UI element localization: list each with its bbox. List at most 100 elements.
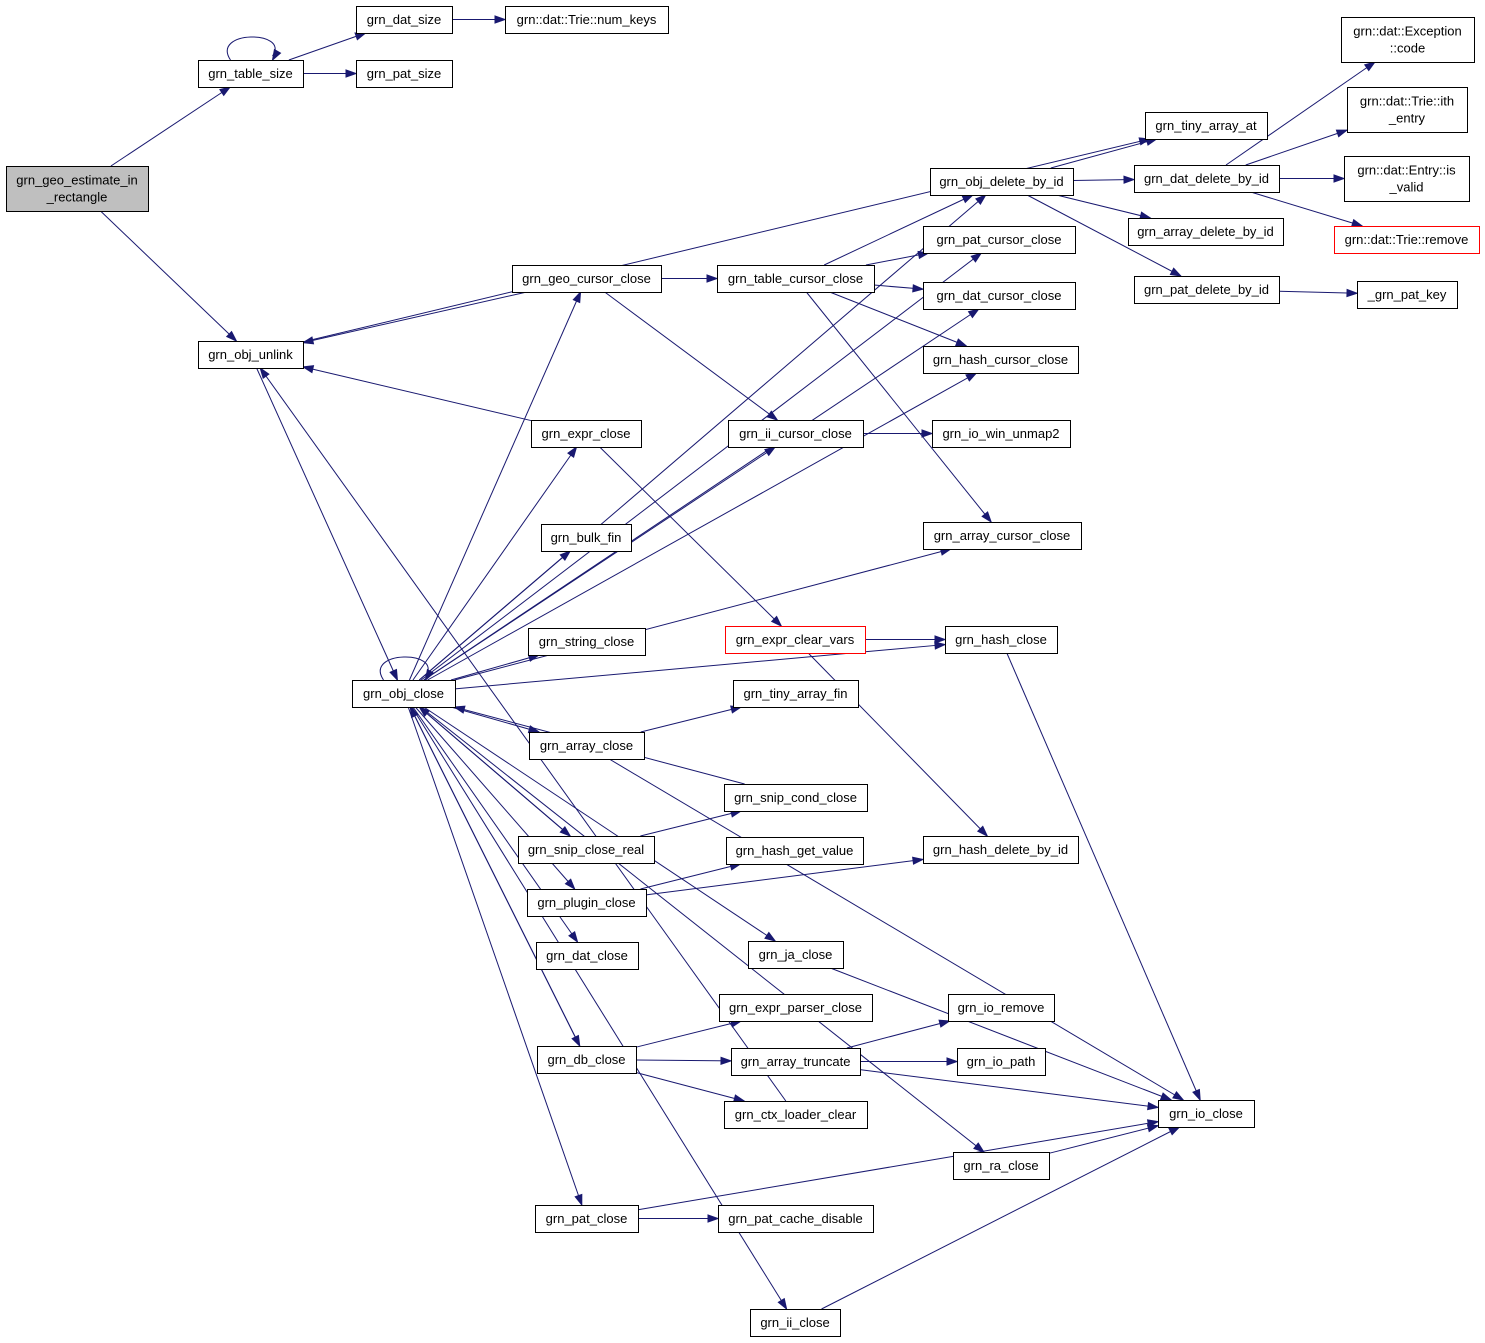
node-entry_is_valid[interactable]: grn::dat::Entry::is_valid <box>1344 156 1470 202</box>
node-grn_expr_close[interactable]: grn_expr_close <box>531 420 642 448</box>
edge-grn_expr_clear_vars-to-grn_hash_close-arrowhead <box>934 635 947 644</box>
edge-grn_dat_delete_by_id-to-exception_code <box>1225 61 1376 166</box>
node-grn_dat_size[interactable]: grn_dat_size <box>356 6 453 34</box>
node-box <box>930 168 1074 196</box>
node-box <box>1357 281 1458 309</box>
node-grn_pat_cache_disable[interactable]: grn_pat_cache_disable <box>718 1205 874 1233</box>
node-grn_io_win_unmap2[interactable]: grn_io_win_unmap2 <box>932 420 1071 448</box>
node-grn_pat_size[interactable]: grn_pat_size <box>356 60 453 88</box>
edge-grn_ctx_loader_clear-to-grn_obj_unlink <box>259 367 787 1102</box>
node-label: ::code <box>1390 41 1425 56</box>
node-box <box>512 265 662 293</box>
node-grn_ii_cursor_close[interactable]: grn_ii_cursor_close <box>728 420 864 448</box>
node-box <box>923 346 1079 374</box>
edge-grn_geo_cursor_close-to-grn_obj_unlink-arrowhead <box>301 336 315 345</box>
node-box <box>535 1205 639 1233</box>
node-grn_pat_cursor_close[interactable]: grn_pat_cursor_close <box>923 226 1076 254</box>
node-grn_table_size[interactable]: grn_table_size <box>198 60 304 88</box>
node-box <box>356 6 453 34</box>
node-box <box>1128 218 1284 246</box>
node-label: grn_hash_close <box>955 632 1047 647</box>
node-grn_ja_close[interactable]: grn_ja_close <box>748 941 844 969</box>
node-trie_remove[interactable]: grn::dat::Trie::remove <box>1334 226 1480 254</box>
node-grn_pat_delete_by_id[interactable]: grn_pat_delete_by_id <box>1134 276 1280 304</box>
node-grn_geo_cursor_close[interactable]: grn_geo_cursor_close <box>512 265 662 293</box>
node-label: grn_expr_clear_vars <box>736 632 855 647</box>
node-box <box>724 1101 868 1129</box>
node-trie_ith_entry[interactable]: grn::dat::Trie::ith_entry <box>1347 87 1468 133</box>
edge-grn_dat_delete_by_id-to-exception_code-arrowhead <box>1363 61 1377 72</box>
node-box <box>198 341 304 369</box>
node-grn_snip_close_real[interactable]: grn_snip_close_real <box>518 836 655 864</box>
node-grn_array_truncate[interactable]: grn_array_truncate <box>731 1048 861 1076</box>
edge-grn_dat_delete_by_id-to-entry_is_valid-arrowhead <box>1333 174 1346 183</box>
node-label: grn_obj_unlink <box>208 347 293 362</box>
node-grn_io_remove[interactable]: grn_io_remove <box>948 994 1055 1022</box>
node-box <box>728 420 864 448</box>
node-grn_ctx_loader_clear[interactable]: grn_ctx_loader_clear <box>724 1101 868 1129</box>
node-grn_expr_parser_close[interactable]: grn_expr_parser_close <box>719 994 873 1022</box>
edge-grn_array_truncate-to-grn_io_remove-arrowhead <box>938 1019 952 1028</box>
node-grn_bulk_fin[interactable]: grn_bulk_fin <box>541 524 632 552</box>
node-grn_tiny_array_at[interactable]: grn_tiny_array_at <box>1145 112 1268 140</box>
node-grn_pat_key[interactable]: _grn_pat_key <box>1357 281 1458 309</box>
edge-grn_geo_estimate_in_rectangle-to-grn_table_size-arrowhead <box>219 86 232 97</box>
node-grn_io_close[interactable]: grn_io_close <box>1158 1100 1255 1128</box>
edge-grn_db_close-to-grn_ctx_loader_clear-arrowhead <box>732 1094 746 1103</box>
node-grn_dat_cursor_close[interactable]: grn_dat_cursor_close <box>923 282 1076 310</box>
node-grn_table_cursor_close[interactable]: grn_table_cursor_close <box>717 265 875 293</box>
node-trie_num_keys[interactable]: grn::dat::Trie::num_keys <box>505 6 669 34</box>
edge-grn_db_close-to-grn_array_truncate <box>635 1059 732 1062</box>
node-grn_obj_close[interactable]: grn_obj_close <box>352 680 456 708</box>
node-box <box>719 994 873 1022</box>
node-label: grn_table_size <box>208 66 293 81</box>
node-grn_array_cursor_close[interactable]: grn_array_cursor_close <box>923 522 1082 550</box>
node-box <box>953 1152 1050 1180</box>
node-grn_hash_get_value[interactable]: grn_hash_get_value <box>726 837 864 865</box>
edge-grn_ii_close-to-grn_io_close <box>821 1126 1180 1310</box>
node-grn_db_close[interactable]: grn_db_close <box>537 1046 637 1074</box>
node-grn_obj_unlink[interactable]: grn_obj_unlink <box>198 341 304 369</box>
node-grn_array_close[interactable]: grn_array_close <box>529 732 645 760</box>
node-grn_string_close[interactable]: grn_string_close <box>528 628 646 656</box>
edge-grn_geo_estimate_in_rectangle-to-grn_obj_unlink-arrowhead <box>225 330 238 343</box>
edge-grn_ii_close-to-grn_io_close-arrowhead <box>1168 1126 1181 1136</box>
node-grn_hash_delete_by_id[interactable]: grn_hash_delete_by_id <box>923 836 1079 864</box>
node-grn_tiny_array_fin[interactable]: grn_tiny_array_fin <box>733 680 859 708</box>
edge-grn_pat_close-to-grn_pat_cache_disable-arrowhead <box>707 1214 720 1223</box>
node-grn_dat_delete_by_id[interactable]: grn_dat_delete_by_id <box>1134 165 1280 193</box>
node-grn_hash_close[interactable]: grn_hash_close <box>945 626 1058 654</box>
edge-grn_obj_delete_by_id-to-grn_array_delete_by_id <box>1056 194 1151 219</box>
edge-grn_table_cursor_close-to-grn_hash_cursor_close-arrowhead <box>955 338 968 347</box>
node-grn_hash_cursor_close[interactable]: grn_hash_cursor_close <box>923 346 1079 374</box>
node-box <box>1344 156 1470 202</box>
node-grn_expr_clear_vars[interactable]: grn_expr_clear_vars <box>725 626 866 654</box>
node-grn_array_delete_by_id[interactable]: grn_array_delete_by_id <box>1128 218 1284 246</box>
node-label: grn_dat_size <box>367 12 441 27</box>
edge-grn_array_close-to-grn_io_close-arrowhead <box>1172 1091 1185 1101</box>
node-box <box>529 732 645 760</box>
node-grn_io_path[interactable]: grn_io_path <box>957 1048 1046 1076</box>
node-grn_obj_delete_by_id[interactable]: grn_obj_delete_by_id <box>930 168 1074 196</box>
edge-grn_obj_delete_by_id-to-grn_pat_delete_by_id-arrowhead <box>1169 267 1183 277</box>
node-box <box>923 226 1076 254</box>
node-grn_ra_close[interactable]: grn_ra_close <box>953 1152 1050 1180</box>
node-grn_ii_close[interactable]: grn_ii_close <box>750 1309 841 1337</box>
edge-grn_array_truncate-to-grn_io_close <box>859 1069 1159 1108</box>
node-box <box>1134 165 1280 193</box>
node-label: grn_io_win_unmap2 <box>942 426 1059 441</box>
node-grn_geo_estimate_in_rectangle[interactable]: grn_geo_estimate_in_rectangle <box>6 166 149 212</box>
node-label: grn_ra_close <box>963 1158 1038 1173</box>
edge-grn_ra_close-to-grn_io_close <box>1048 1125 1159 1154</box>
edge-grn_obj_close-to-grn_bulk_fin-arrowhead <box>559 550 572 562</box>
edge-grn_table_cursor_close-to-grn_hash_cursor_close <box>829 291 967 347</box>
node-grn_pat_close[interactable]: grn_pat_close <box>535 1205 639 1233</box>
node-grn_plugin_close[interactable]: grn_plugin_close <box>527 889 647 917</box>
edge-grn_obj_close-to-grn_expr_close-arrowhead <box>567 445 578 459</box>
node-grn_snip_cond_close[interactable]: grn_snip_cond_close <box>724 784 868 812</box>
node-exception_code[interactable]: grn::dat::Exception::code <box>1341 17 1475 63</box>
edge-grn_obj_close-to-grn_pat_cursor_close <box>420 252 982 681</box>
node-grn_dat_close[interactable]: grn_dat_close <box>536 942 639 970</box>
edge-grn_ja_close-to-grn_io_close-arrowhead <box>1159 1092 1173 1101</box>
edge-grn_obj_close-to-grn_plugin_close-arrowhead <box>564 878 576 891</box>
